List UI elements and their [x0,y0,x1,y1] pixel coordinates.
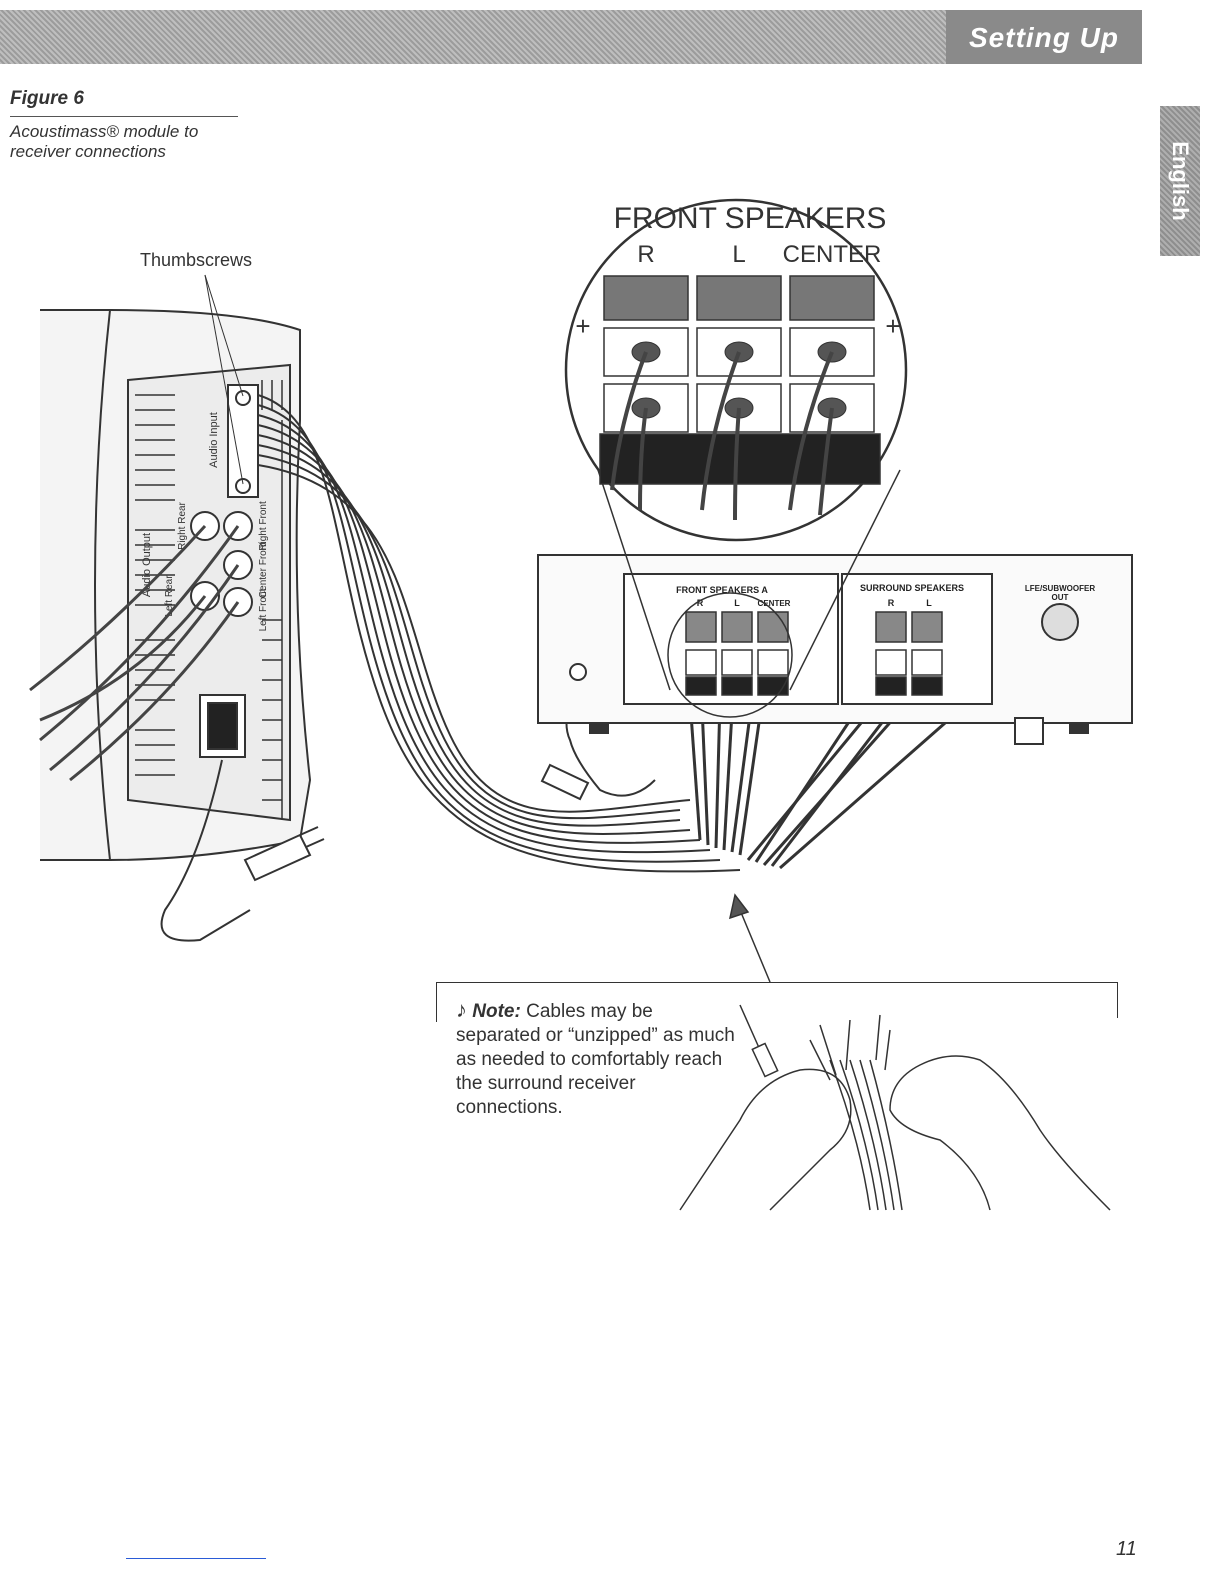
note: ♪ Note: Cables may be separated or “unzi… [456,998,736,1120]
acoustimass-module [40,309,312,861]
zoom-title: FRONT SPEAKERS [614,202,887,235]
note-box-top-rule [436,982,1118,983]
zoom-inset-labels: FRONT SPEAKERS R L CENTER + + [575,202,900,341]
ribbon-cable [257,394,741,873]
music-note-icon: ♪ [456,997,467,1022]
jack-label-left-rear: Left Rear [164,575,175,617]
page-number: 11 [1116,1538,1137,1560]
audio-output-label: Audio Output [141,533,153,597]
zoom-plus-right: + [885,311,900,341]
note-box-left-rule [436,982,437,1022]
zoom-channel-center: CENTER [783,241,882,268]
zoom-channel-l: L [732,241,745,268]
sub-out-label-line1: LFE/SUBWOOFER [1025,584,1095,593]
jack-label-right-rear: Right Rear [177,501,188,549]
audio-input-label: Audio Input [208,412,220,468]
hands-illustration [679,1004,1111,1211]
note-arrow [728,893,771,983]
module-panel-labels: Audio Input Audio Output Right Rear Left… [141,412,269,631]
language-tab [1160,106,1200,256]
front-l-label: L [734,598,740,608]
zoom-cone [597,469,901,718]
figure-label: Figure 6 [10,88,84,109]
section-title: Setting Up [969,22,1119,53]
rca-cables [29,524,240,782]
zoom-inset [564,198,908,542]
sub-out-label-line2: OUT [1052,593,1069,602]
front-center-label: CENTER [758,599,791,608]
thumbscrews-callout [204,274,244,485]
jack-label-right-front: Right Front [258,501,269,551]
jack-label-left-front: Left Front [258,588,269,631]
note-box-right-rule [1117,982,1118,1018]
note-text: Cables may be separated or “unzipped” as… [456,1001,735,1118]
note-label: Note: [472,1001,521,1022]
jack-label-center-front: Center Front [258,542,269,598]
receiver-labels: FRONT SPEAKERS A R L CENTER SURROUND SPE… [676,583,1095,608]
zoom-inset-wires [610,351,834,521]
surround-speakers-label: SURROUND SPEAKERS [860,583,964,593]
figure-rule [10,116,238,117]
surround-l-label: L [926,598,932,608]
zoom-plus-left: + [575,311,590,341]
figure-caption: Acoustimass® module to receiver connecti… [10,122,199,161]
zoom-channel-r: R [637,241,654,268]
connection-diagram: Audio Input Audio Output Right Rear Left… [29,198,1133,1211]
footer-rule [126,1558,266,1559]
surround-r-label: R [888,598,895,608]
front-speakers-a-label: FRONT SPEAKERS A [676,585,768,595]
receiver [537,554,1133,745]
header-tab [946,10,1142,64]
receiver-terminals [685,611,943,696]
thumbscrews-callout-label: Thumbscrews [140,250,253,270]
front-r-label: R [697,598,704,608]
